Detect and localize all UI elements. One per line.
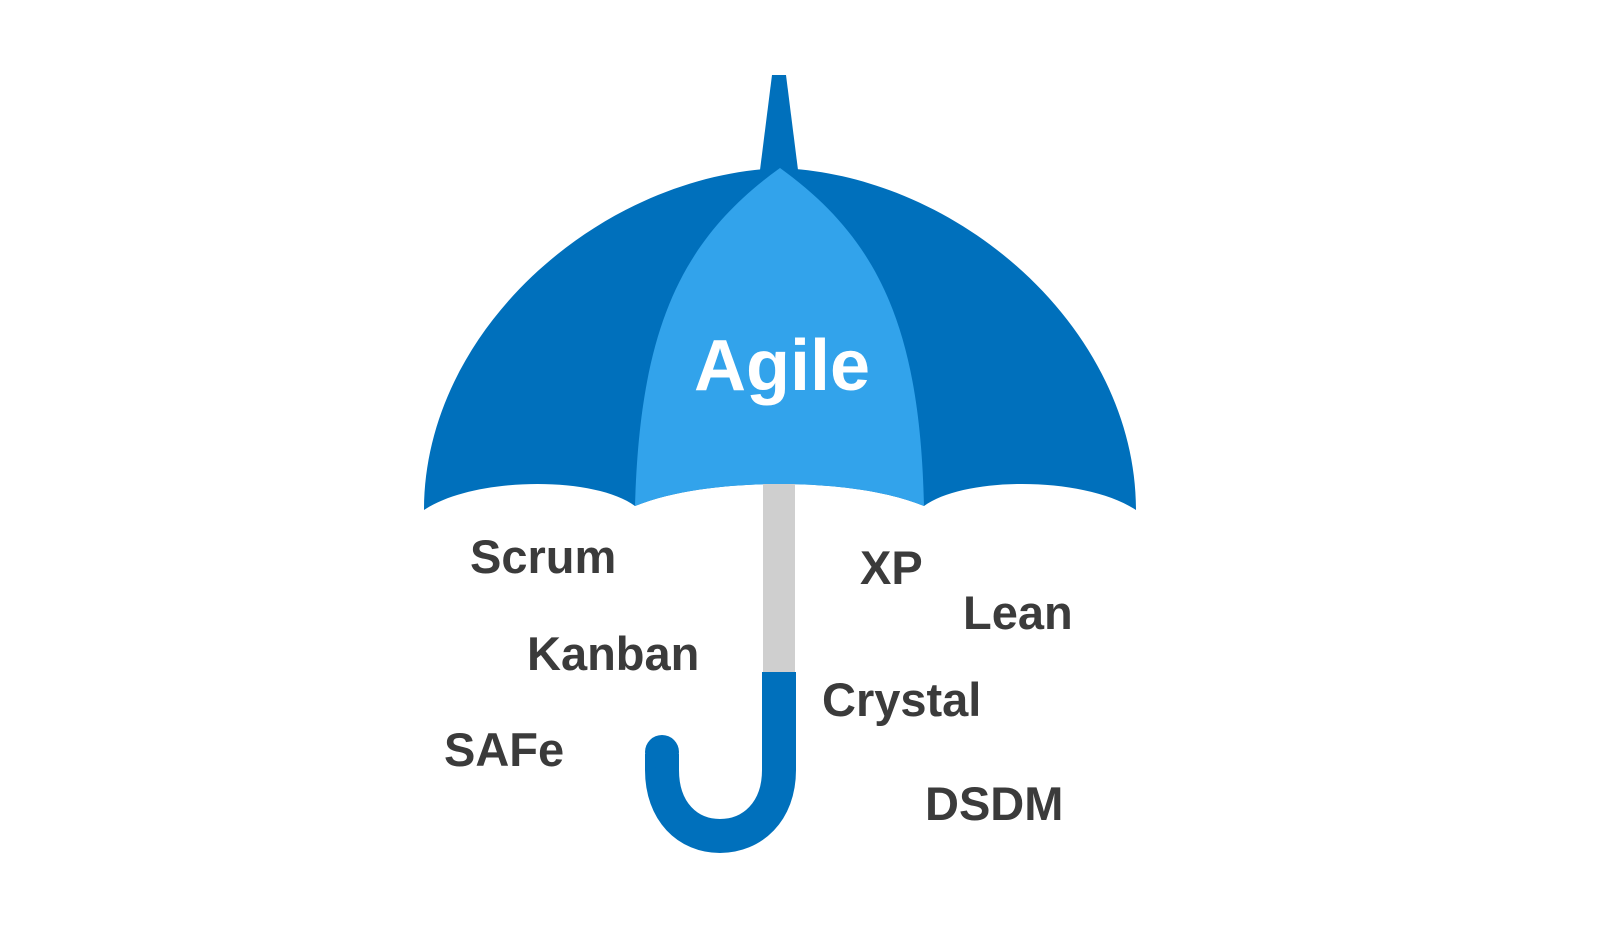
- umbrella-tip: [760, 75, 798, 170]
- umbrella-shaft: [763, 484, 795, 674]
- framework-label-kanban: Kanban: [527, 627, 699, 680]
- umbrella-title: Agile: [694, 326, 870, 406]
- umbrella-handle: [645, 672, 796, 854]
- framework-label-dsdm: DSDM: [925, 777, 1063, 830]
- umbrella-handle-end: [645, 735, 679, 769]
- umbrella-center-panel: [635, 168, 924, 506]
- framework-label-lean: Lean: [963, 586, 1073, 639]
- framework-label-safe: SAFe: [444, 723, 564, 776]
- framework-label-crystal: Crystal: [822, 673, 981, 726]
- framework-label-scrum: Scrum: [470, 530, 616, 583]
- framework-label-xp: XP: [860, 541, 923, 594]
